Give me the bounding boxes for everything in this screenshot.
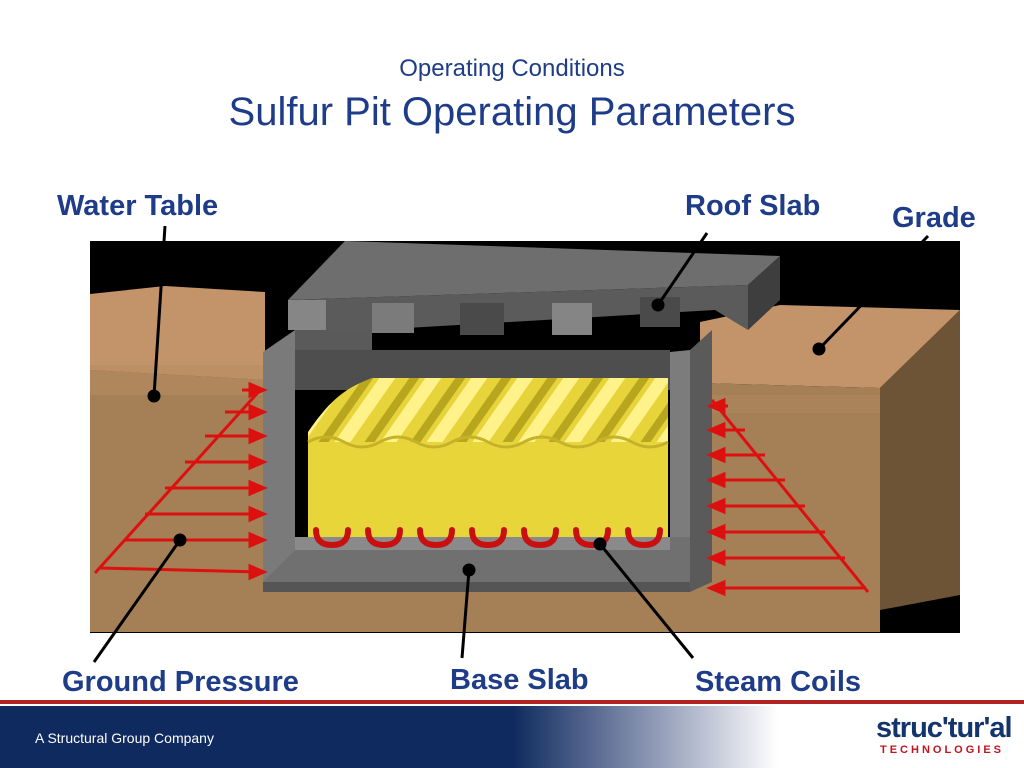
slide-subtitle: Operating Conditions [399,55,625,82]
slide-title: Sulfur Pit Operating Parameters [228,90,796,134]
logo-wordmark: struc'tur'al [876,712,1013,744]
logo-subtext: TECHNOLOGIES [880,744,1005,756]
base-slab-leader [460,563,476,659]
grade-leader [812,234,930,356]
footer-bar [0,706,1024,768]
base-slab-label: Base Slab [450,664,589,696]
structural-technologies-logo: struc'tur'al TECHNOLOGIES [876,712,1013,764]
ground-pressure-arrows-right [706,397,870,597]
water-table-leader [147,225,167,403]
ground-pressure-arrows-left [93,381,268,581]
ground-pressure-leader [92,533,187,663]
sulfur-pit-diagram [90,225,960,663]
grade-label: Grade [892,202,976,234]
roof-slab-label: Roof Slab [685,190,821,222]
steam-coils [313,527,663,549]
soil-left [90,286,265,610]
steam-coils-leader [593,537,695,659]
soil-bottom [90,580,880,632]
sulfur-fill [307,378,669,537]
ground-pressure-label: Ground Pressure [62,666,299,698]
footer-company-text: A Structural Group Company [35,730,214,746]
footer-accent-line [0,700,1024,704]
pit-walls [263,330,712,592]
soil-right [700,305,960,610]
roof-slab [288,241,780,335]
roof-slab-leader [651,232,709,312]
water-table-label: Water Table [57,190,219,222]
steam-coils-label: Steam Coils [695,666,861,698]
